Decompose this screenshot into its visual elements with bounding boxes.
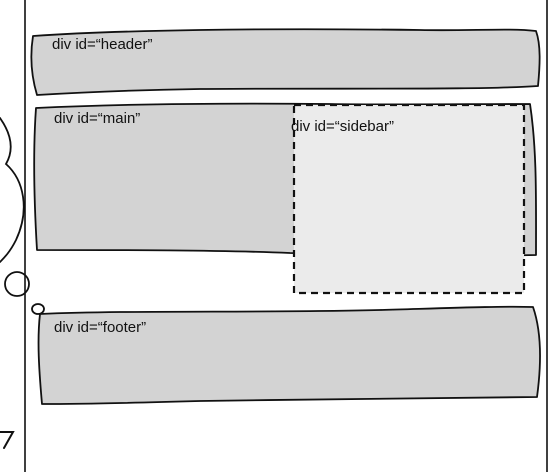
sidebar-box (292, 103, 526, 295)
sidebar-label: div id=“sidebar” (291, 118, 394, 135)
footer-box (37, 305, 541, 405)
header-box (30, 28, 541, 96)
page-frame (24, 0, 548, 472)
thought-bubble-dot-small (31, 303, 45, 315)
header-label: div id=“header” (52, 36, 153, 53)
thought-bubble-dot-large (4, 271, 30, 297)
footer-label: div id=“footer” (54, 319, 147, 336)
main-label: div id=“main” (54, 110, 141, 127)
thought-bubble (0, 117, 25, 263)
stray-mark (0, 431, 15, 449)
